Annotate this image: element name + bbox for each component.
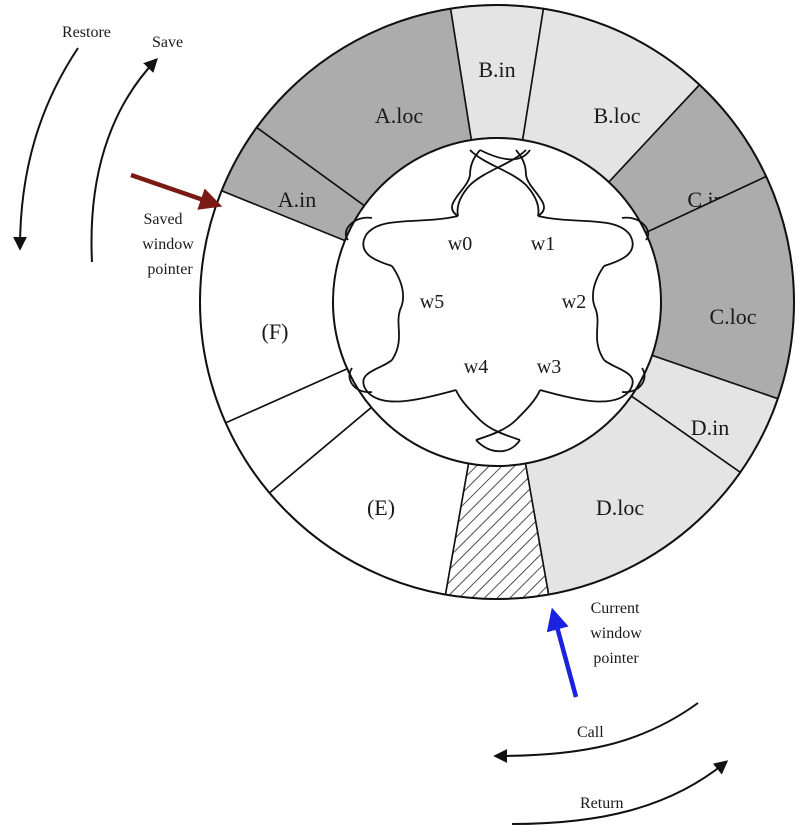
window-label-w4: w4 [464, 356, 488, 378]
ring-inner-circle [332, 137, 662, 467]
saved-pointer-label: Saved window pointer [142, 211, 198, 278]
segment-label-dloc: D.loc [596, 495, 645, 520]
saved-pointer-line-3: pointer [147, 261, 193, 278]
segment-label-cloc: C.loc [709, 304, 756, 329]
save-label: Save [152, 34, 183, 51]
call-arrow [493, 702, 699, 763]
segment-label-bloc: B.loc [593, 103, 640, 128]
current-pointer-line-3: pointer [593, 650, 639, 667]
current-pointer-line-2: window [590, 625, 642, 642]
saved-pointer-arrow [130, 172, 223, 210]
window-label-w1: w1 [531, 233, 555, 255]
saved-pointer-line-1: Saved [143, 211, 182, 228]
return-arrow [511, 760, 729, 825]
current-pointer-label: Current window pointer [590, 600, 646, 667]
restore-label: Restore [62, 24, 111, 41]
window-label-w2: w2 [562, 291, 586, 313]
return-label: Return [580, 795, 624, 812]
segment-label-bin: B.in [478, 57, 515, 82]
segment-label-e: (E) [367, 495, 395, 520]
segment-label-f: (F) [262, 319, 289, 344]
segment-label-ain: A.in [278, 187, 317, 212]
segment-label-aloc: A.loc [375, 103, 424, 128]
call-label: Call [577, 724, 604, 741]
window-label-w3: w3 [537, 356, 561, 378]
saved-pointer-line-2: window [142, 236, 194, 253]
window-label-w0: w0 [448, 233, 472, 255]
window-labels: w0 w1 w2 w3 w4 w5 [420, 233, 586, 378]
current-pointer-arrow [546, 607, 579, 698]
window-overlap-curves [345, 149, 649, 453]
current-pointer-line-1: Current [591, 600, 640, 617]
save-arrow [90, 57, 158, 263]
segment-label-din: D.in [691, 415, 730, 440]
restore-arrow [13, 47, 79, 251]
ring-outer-circle [199, 4, 795, 600]
window-label-w5: w5 [420, 291, 444, 313]
